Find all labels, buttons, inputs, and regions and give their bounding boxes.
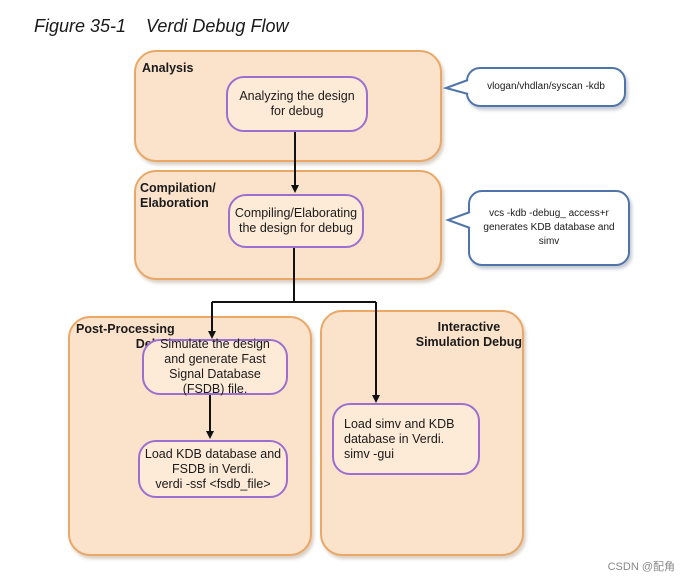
- analysis-callout-tail: [442, 79, 469, 95]
- analyzing-design-step: Analyzing the design for debug: [226, 76, 368, 132]
- compilation-command-callout: vcs -kdb -debug_ access+r generates KDB …: [468, 190, 630, 266]
- figure-title: Figure 35-1 Verdi Debug Flow: [34, 16, 289, 36]
- compilation-stage-label: Compilation/ Elaboration: [140, 181, 216, 210]
- simulate-fsdb-step: Simulate the design and generate Fast Si…: [142, 337, 288, 396]
- load-kdb-fsdb-step: Load KDB database and FSDB in Verdi. ver…: [138, 440, 288, 498]
- load-simv-kdb-step: Load simv and KDB database in Verdi. sim…: [332, 403, 480, 475]
- analysis-stage-label: Analysis: [142, 61, 194, 75]
- compilation-callout-tail: [445, 211, 471, 229]
- watermark: CSDN @配角: [607, 561, 675, 573]
- interactive-stage-label: Interactive Simulation Debug: [415, 320, 522, 349]
- compiling-design-step: Compiling/Elaborating the design for deb…: [228, 194, 364, 248]
